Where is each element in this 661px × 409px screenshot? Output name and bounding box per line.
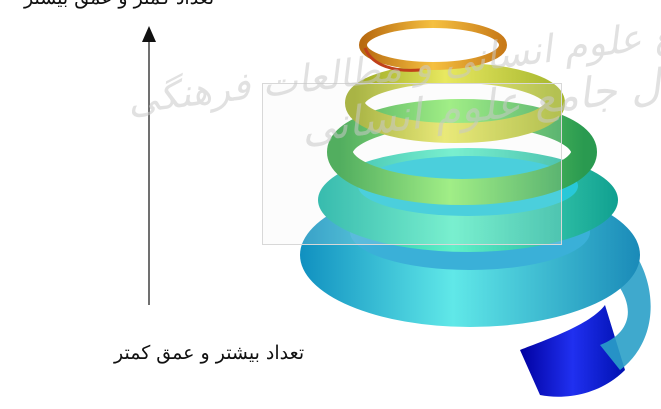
coil-turn-green (327, 99, 597, 205)
caption-bottom: تعداد بیشتر و عمق کمتر (114, 342, 305, 364)
coil-turn-orange (359, 20, 507, 70)
coil-turn-yellow (345, 63, 565, 143)
watermark-box (262, 83, 562, 245)
coil-top-end (363, 47, 421, 72)
arrow-head-icon (142, 26, 156, 42)
caption-top: تعداد کمتر و عمق بیشتر (24, 0, 214, 9)
coil-turn-blue (520, 305, 625, 397)
